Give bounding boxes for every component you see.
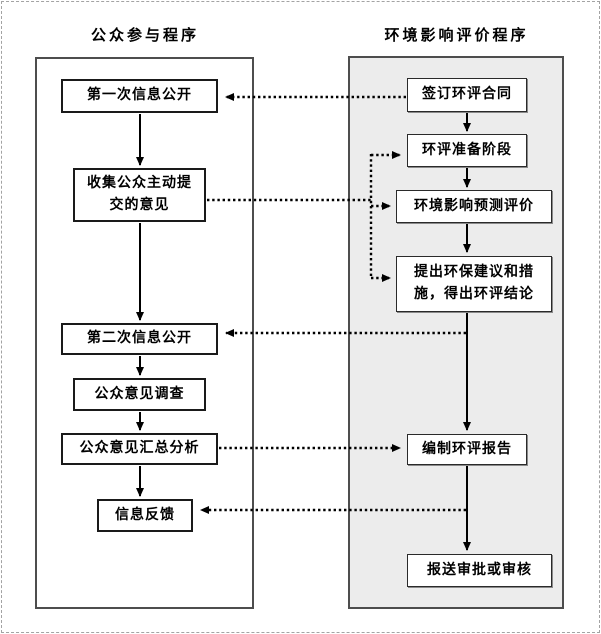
- box-second-info-disclosure: 第二次信息公开: [61, 323, 218, 355]
- box-info-feedback: 信息反馈: [97, 499, 193, 532]
- box-sign-eia-contract: 签订环评合同: [407, 78, 527, 112]
- box-submit-for-approval: 报送审批或审核: [407, 554, 552, 587]
- box-eia-preparation: 环评准备阶段: [407, 134, 527, 167]
- box-public-opinion-survey: 公众意见调查: [73, 378, 206, 411]
- box-collect-public-opinions: 收集公众主动提交的意见: [73, 168, 206, 222]
- box-compile-eia-report: 编制环评报告: [407, 434, 527, 465]
- box-proposals-and-conclusions: 提出环保建议和措施，得出环评结论: [396, 256, 552, 312]
- box-opinion-summary-analysis: 公众意见汇总分析: [61, 433, 218, 465]
- box-impact-prediction-assessment: 环境影响预测评价: [396, 190, 552, 223]
- left-column-title: 公众参与程序: [90, 26, 199, 44]
- right-column-title: 环境影响评价程序: [384, 26, 529, 44]
- box-first-info-disclosure: 第一次信息公开: [61, 79, 218, 113]
